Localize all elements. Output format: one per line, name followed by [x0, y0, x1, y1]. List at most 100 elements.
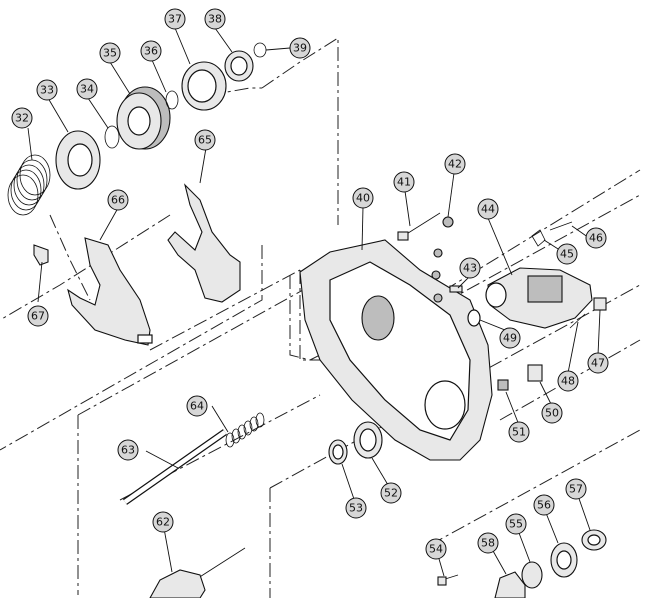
svg-text:36: 36	[144, 45, 158, 58]
flange-nut-part	[581, 529, 607, 551]
nut-part	[442, 216, 454, 228]
svg-text:55: 55	[509, 518, 523, 531]
svg-text:43: 43	[463, 262, 477, 275]
yoke-part	[494, 571, 526, 598]
callout-57: 57	[565, 478, 587, 500]
svg-text:58: 58	[481, 537, 495, 550]
svg-text:39: 39	[293, 42, 307, 55]
svg-text:49: 49	[503, 332, 517, 345]
svg-text:37: 37	[168, 13, 182, 26]
stud-part	[449, 285, 463, 293]
callout-45: 45	[556, 243, 578, 265]
output-bearing-part	[353, 421, 383, 459]
output-seal-part	[328, 439, 348, 465]
callout-66: 66	[107, 189, 129, 211]
svg-text:32: 32	[15, 112, 29, 125]
callout-36: 36	[140, 40, 162, 62]
callout-51: 51	[508, 421, 530, 443]
callout-47: 47	[587, 352, 609, 374]
svg-text:42: 42	[448, 158, 462, 171]
snap-ring-part	[104, 125, 120, 149]
svg-text:54: 54	[429, 543, 443, 556]
callout-62: 62	[152, 511, 174, 533]
clutch-disc-part	[55, 130, 101, 190]
shift-rail-part	[122, 429, 228, 505]
svg-text:53: 53	[349, 502, 363, 515]
svg-text:62: 62	[156, 516, 170, 529]
svg-text:50: 50	[545, 407, 559, 420]
svg-text:35: 35	[103, 47, 117, 60]
bearing-part	[116, 86, 171, 150]
yoke-seal-part	[550, 542, 578, 578]
svg-text:45: 45	[560, 248, 574, 261]
callout-50: 50	[541, 402, 563, 424]
svg-text:38: 38	[208, 13, 222, 26]
callout-32: 32	[11, 107, 33, 129]
callout-65: 65	[194, 129, 216, 151]
callout-34: 34	[76, 78, 98, 100]
callout-48: 48	[557, 370, 579, 392]
callout-37: 37	[164, 8, 186, 30]
callout-58: 58	[477, 532, 499, 554]
callout-67: 67	[27, 305, 49, 327]
svg-text:44: 44	[481, 203, 495, 216]
shift-fork-upper-part	[167, 183, 241, 303]
svg-text:34: 34	[80, 83, 94, 96]
callout-64: 64	[186, 395, 208, 417]
callout-53: 53	[345, 497, 367, 519]
callout-41: 41	[393, 171, 415, 193]
shift-fork-lower-part	[67, 237, 153, 346]
yoke-ring-part	[521, 561, 543, 589]
svg-text:41: 41	[397, 176, 411, 189]
callout-52: 52	[380, 482, 402, 504]
retaining-ring-part	[165, 90, 179, 110]
spring-part	[7, 154, 51, 216]
seal-hub-part	[181, 61, 227, 111]
svg-text:67: 67	[31, 310, 45, 323]
svg-text:57: 57	[569, 483, 583, 496]
callout-33: 33	[36, 79, 58, 101]
callout-35: 35	[99, 42, 121, 64]
callout-56: 56	[533, 494, 555, 516]
plug-part	[497, 379, 509, 391]
callout-39: 39	[289, 37, 311, 59]
housing-nuts	[431, 248, 443, 303]
svg-text:48: 48	[561, 375, 575, 388]
svg-text:40: 40	[356, 192, 370, 205]
svg-text:47: 47	[591, 357, 605, 370]
callout-40: 40	[352, 187, 374, 209]
callout-43: 43	[459, 257, 481, 279]
callout-38: 38	[204, 8, 226, 30]
rail-spring-part	[225, 412, 265, 448]
transfer-case-housing-part	[299, 239, 493, 461]
o-ring-part	[253, 42, 267, 58]
svg-text:65: 65	[198, 134, 212, 147]
lower-bolt-part	[437, 574, 459, 586]
callout-44: 44	[477, 198, 499, 220]
svg-text:64: 64	[190, 400, 204, 413]
svg-text:52: 52	[384, 487, 398, 500]
output-shaft-part	[149, 547, 246, 598]
svg-text:51: 51	[512, 426, 526, 439]
magnet-part	[527, 364, 543, 382]
bolt-part	[397, 212, 441, 241]
svg-text:63: 63	[121, 444, 135, 457]
wire-clip-part	[531, 229, 546, 247]
svg-text:33: 33	[40, 84, 54, 97]
callout-46: 46	[585, 227, 607, 249]
screw-part	[549, 221, 573, 231]
callout-63: 63	[117, 439, 139, 461]
shift-motor-part	[485, 267, 593, 329]
shift-pad-part	[33, 244, 49, 266]
connector-part	[593, 297, 607, 311]
motor-screw-part	[569, 313, 586, 329]
motor-o-ring-part	[467, 309, 481, 327]
callout-42: 42	[444, 153, 466, 175]
svg-text:66: 66	[111, 194, 125, 207]
needle-bearing-part	[224, 50, 254, 82]
svg-text:46: 46	[589, 232, 603, 245]
svg-text:56: 56	[537, 499, 551, 512]
callout-54: 54	[425, 538, 447, 560]
